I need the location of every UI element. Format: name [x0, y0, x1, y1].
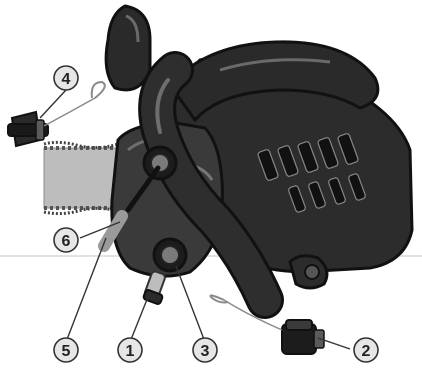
callout-4: 4: [54, 66, 78, 90]
oil-cap-icon: [8, 112, 48, 146]
callout-5: 5: [54, 338, 78, 362]
svg-text:6: 6: [62, 233, 71, 250]
svg-text:5: 5: [62, 343, 71, 360]
oil-tank-opening: [144, 147, 176, 179]
callout-1: 1: [118, 338, 142, 362]
callout-2: 2: [354, 338, 378, 362]
callout-6: 6: [54, 228, 78, 252]
callout-3: 3: [193, 338, 217, 362]
svg-text:1: 1: [126, 343, 135, 360]
hand-guard: [106, 6, 150, 90]
svg-text:2: 2: [362, 343, 371, 360]
svg-text:4: 4: [62, 71, 71, 88]
fuel-cap-icon: [282, 320, 324, 354]
fuel-tank-opening: [154, 239, 186, 271]
svg-text:3: 3: [201, 343, 210, 360]
